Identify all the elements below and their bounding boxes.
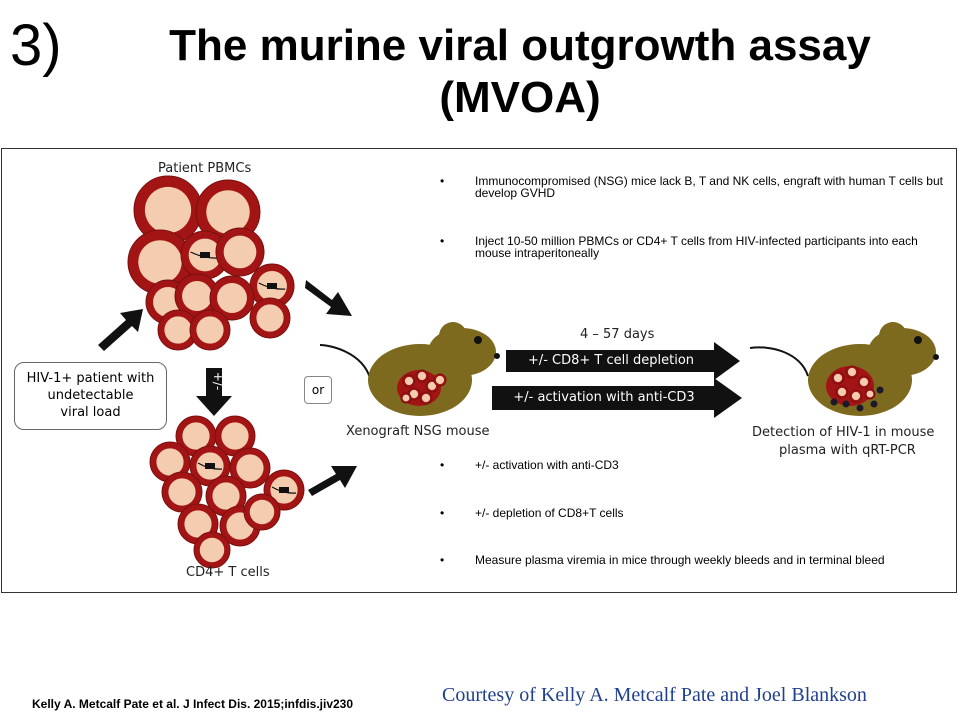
provirus-icon: [205, 463, 215, 469]
arrow-icon: [492, 342, 742, 418]
cell-nucleus-icon: [256, 304, 284, 332]
virion-icon: [876, 386, 884, 394]
cell-nucleus-icon: [182, 281, 212, 311]
cd8-depletion-label: +/-: [211, 371, 226, 391]
cell-nucleus-icon: [236, 454, 264, 482]
cell-nucleus-icon: [138, 240, 182, 284]
virion-icon: [856, 404, 864, 412]
figure-panel: [1, 148, 957, 593]
hiv-patient-line-3: viral load: [60, 405, 121, 420]
cd8-depletion-arrow-label: +/- CD8+ T cell depletion: [527, 353, 695, 368]
mouse-icon: [749, 322, 939, 416]
cell-nucleus-icon: [847, 367, 857, 377]
cell-nucleus-icon: [182, 422, 210, 450]
hiv-patient-line-2: undetectable: [47, 388, 134, 403]
cell-nucleus-icon: [409, 389, 419, 399]
cell-nucleus-icon: [421, 393, 431, 403]
arrow-icon: [98, 280, 357, 496]
cell-nucleus-icon: [199, 537, 225, 563]
cd4-cluster-icon: [149, 415, 305, 569]
cell-nucleus-icon: [427, 381, 437, 391]
provirus-icon: [267, 283, 277, 289]
cell-nucleus-icon: [164, 316, 192, 344]
cd4-t-cells-label: CD4+ T cells: [186, 565, 270, 580]
detection-line-2: plasma with qRT-PCR: [779, 443, 916, 458]
provirus-icon: [279, 487, 289, 493]
provirus-icon: [200, 252, 210, 258]
activation-arrow-label: +/- activation with anti-CD3: [513, 390, 695, 405]
cell-nucleus-icon: [196, 316, 224, 344]
detection-label: Detection of HIV-1 in mouse plasma with …: [752, 424, 960, 460]
cell-nucleus-icon: [184, 510, 212, 538]
or-label: or: [304, 376, 332, 404]
citation: Kelly A. Metcalf Pate et al. J Infect Di…: [32, 697, 354, 711]
cell-nucleus-icon: [833, 373, 843, 383]
patient-pbmcs-label: Patient PBMCs: [158, 161, 252, 176]
slide-number: 3): [10, 13, 62, 78]
cell-nucleus-icon: [156, 448, 184, 476]
hiv-patient-box: HIV-1+ patient with undetectable viral l…: [14, 362, 167, 430]
cell-nucleus-icon: [417, 371, 427, 381]
title-line-1: The murine viral outgrowth assay: [169, 21, 871, 70]
down-arrow-icon: [196, 368, 232, 416]
cell-nucleus-icon: [435, 375, 445, 385]
virion-icon: [830, 398, 838, 406]
cell-nucleus-icon: [837, 387, 847, 397]
cell-nucleus-icon: [249, 499, 275, 525]
cell-nucleus-icon: [404, 376, 414, 386]
cell-nucleus-icon: [402, 394, 410, 402]
cell-nucleus-icon: [866, 390, 874, 398]
cell-nucleus-icon: [206, 190, 250, 234]
pbmc-cluster-icon: [127, 175, 295, 351]
hiv-patient-line-1: HIV-1+ patient with: [26, 371, 155, 386]
virion-icon: [842, 400, 850, 408]
cell-nucleus-icon: [223, 235, 257, 269]
mouse-icon: [319, 322, 500, 416]
courtesy-credit: Courtesy of Kelly A. Metcalf Pate and Jo…: [442, 684, 867, 706]
virion-icon: [870, 400, 878, 408]
cell-nucleus-icon: [859, 377, 869, 387]
detection-line-1: Detection of HIV-1 in mouse: [752, 425, 935, 440]
cell-nucleus-icon: [168, 478, 196, 506]
duration-label: 4 – 57 days: [580, 327, 655, 342]
cell-nucleus-icon: [221, 422, 249, 450]
cell-nucleus-icon: [212, 482, 240, 510]
xenograft-mouse-label: Xenograft NSG mouse: [346, 424, 490, 439]
cell-nucleus-icon: [217, 283, 247, 313]
cell-nucleus-icon: [851, 391, 861, 401]
slide-title: The murine viral outgrowth assay (MVOA): [100, 20, 940, 124]
cell-nucleus-icon: [144, 186, 192, 234]
title-line-2: (MVOA): [439, 73, 601, 122]
